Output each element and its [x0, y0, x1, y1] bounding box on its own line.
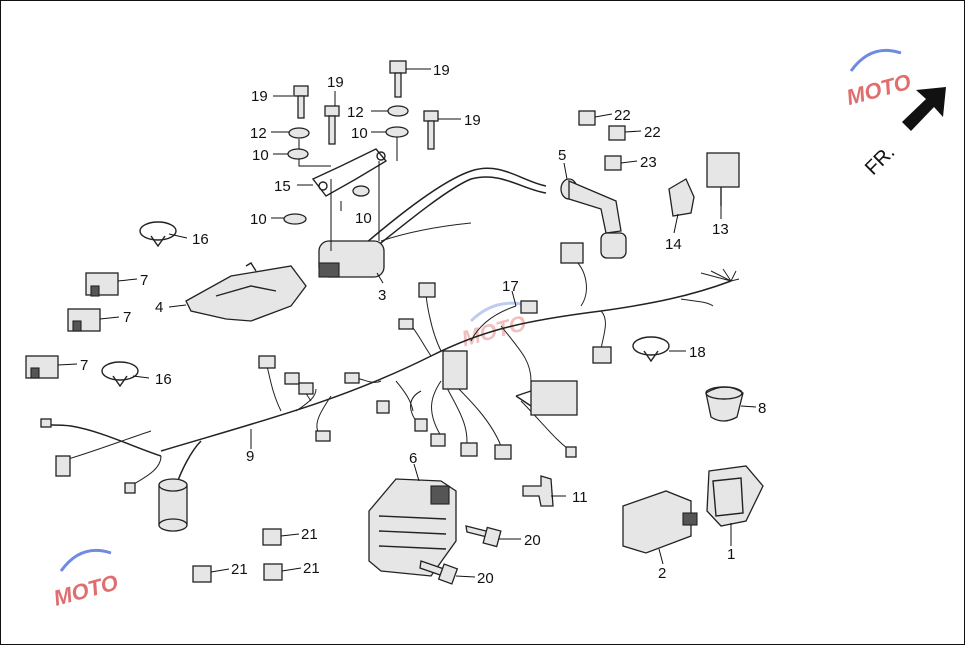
leader-lines — [57, 68, 757, 578]
callout-13: 13 — [712, 221, 729, 238]
callout-21: 21 — [301, 526, 318, 543]
callout-10: 10 — [252, 147, 269, 164]
direction-label: FR. — [861, 141, 899, 179]
rubber-holder — [706, 465, 764, 527]
watermark-logo-icon: MOTO — [844, 48, 914, 110]
watermark-logo-icon: MOTO — [51, 548, 121, 611]
fuse-holder — [668, 178, 695, 217]
callout-6: 6 — [409, 450, 417, 467]
rubber-grommet — [287, 148, 309, 160]
watermark-logo-icon: MOTO — [459, 301, 532, 351]
relay — [67, 308, 101, 332]
fuse — [192, 565, 212, 583]
watermark-text: MOTO — [51, 570, 121, 611]
callout-10: 10 — [351, 125, 368, 142]
fuse — [604, 155, 622, 171]
watermark-text: MOTO — [844, 69, 914, 110]
rubber-grommet — [283, 213, 307, 225]
battery-tray — [185, 262, 307, 322]
cable-clamp — [139, 221, 177, 248]
regulator-rectifier — [368, 478, 457, 577]
front-direction-arrow-icon — [902, 87, 946, 131]
fuse — [608, 125, 626, 141]
callout-10: 10 — [355, 210, 372, 227]
callout-4: 4 — [155, 299, 163, 316]
flasher-relay — [706, 152, 740, 206]
callout-23: 23 — [640, 154, 657, 171]
callout-7: 7 — [80, 357, 88, 374]
relay — [25, 355, 59, 379]
callout-11: 11 — [572, 489, 588, 506]
callout-17: 17 — [502, 278, 519, 295]
callout-22: 22 — [614, 107, 631, 124]
spark-plug-cap — [560, 178, 627, 259]
callout-12: 12 — [347, 104, 364, 121]
callout-7: 7 — [140, 272, 148, 289]
mount-bracket — [522, 475, 554, 507]
bolt — [465, 525, 502, 548]
rubber-grommet — [705, 386, 744, 422]
fuse — [262, 528, 282, 546]
callout-20: 20 — [524, 532, 541, 549]
callout-labels: 19 19 19 19 12 12 10 10 10 10 15 16 16 7… — [80, 62, 766, 587]
callout-19: 19 — [433, 62, 450, 79]
bolt — [324, 105, 340, 145]
callout-2: 2 — [658, 565, 666, 582]
callout-8: 8 — [758, 400, 766, 417]
fuse — [263, 563, 283, 581]
callout-5: 5 — [558, 147, 566, 164]
callout-16: 16 — [155, 371, 172, 388]
ignition-coil — [318, 167, 547, 278]
callout-18: 18 — [689, 344, 706, 361]
callout-12: 12 — [250, 125, 267, 142]
relay — [85, 272, 119, 297]
cable-clamp — [101, 361, 139, 388]
fuse — [578, 110, 596, 126]
callout-9: 9 — [246, 448, 254, 465]
cable-clamp — [632, 336, 670, 363]
main-wiring-harness — [40, 242, 740, 532]
cdi-unit — [622, 490, 698, 554]
callout-19: 19 — [464, 112, 481, 129]
bolt — [293, 85, 309, 119]
callout-1: 1 — [727, 546, 735, 563]
relay-box — [530, 380, 578, 416]
washer — [288, 127, 310, 139]
callout-7: 7 — [123, 309, 131, 326]
callout-21: 21 — [303, 560, 320, 577]
rubber-grommet — [352, 185, 370, 197]
callout-22: 22 — [644, 124, 661, 141]
callout-14: 14 — [665, 236, 682, 253]
bolt — [423, 110, 439, 150]
rubber-grommet — [385, 126, 409, 138]
callout-16: 16 — [192, 231, 209, 248]
callout-20: 20 — [477, 570, 494, 587]
callout-3: 3 — [378, 287, 386, 304]
callout-19: 19 — [251, 88, 268, 105]
bolt — [389, 60, 407, 98]
callout-15: 15 — [274, 178, 291, 195]
callout-21: 21 — [231, 561, 248, 578]
bolt — [419, 560, 459, 585]
callout-19: 19 — [327, 74, 344, 91]
callout-10: 10 — [250, 211, 267, 228]
ignition-bracket — [311, 148, 388, 251]
washer — [387, 105, 409, 117]
